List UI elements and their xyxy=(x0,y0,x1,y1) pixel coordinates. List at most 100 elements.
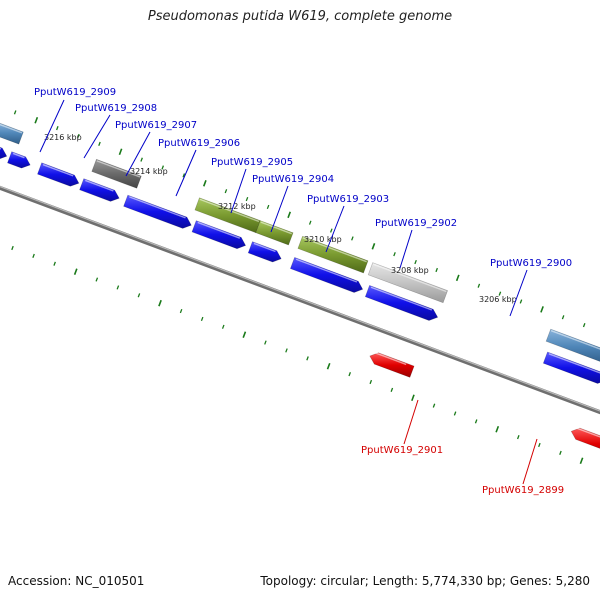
gene-label-leader xyxy=(522,438,538,485)
scale-tick-inner xyxy=(116,285,120,290)
scale-tick-inner xyxy=(411,394,415,402)
reverse-cds-1-shine xyxy=(373,351,407,366)
scale-tick-inner xyxy=(137,293,141,298)
scale-tick-outer xyxy=(266,204,270,210)
scale-tick-outer xyxy=(455,274,460,282)
gene-label-leader xyxy=(399,229,413,269)
scale-tick-inner xyxy=(221,324,225,329)
gene-label-leader xyxy=(230,168,247,214)
scale-tick-outer xyxy=(182,173,186,178)
scale-tick-outer xyxy=(118,148,123,156)
gene-label: PputW619_2909 xyxy=(34,87,116,98)
gene-label-leader xyxy=(83,114,111,159)
scale-tick-inner xyxy=(11,245,14,251)
forward-cds-1 xyxy=(0,146,8,160)
gene-label-leader xyxy=(39,99,65,153)
gene-label: PputW619_2907 xyxy=(115,120,197,131)
scale-tick-outer xyxy=(224,189,228,194)
scale-label: 3206 kbp xyxy=(479,295,517,304)
scale-tick-inner xyxy=(432,403,436,408)
scale-tick-inner xyxy=(53,261,56,266)
forward-cds-2 xyxy=(7,151,31,169)
forward-cds-8 xyxy=(290,257,364,293)
scale-tick-inner xyxy=(538,442,541,448)
scale-tick-inner xyxy=(242,331,247,338)
gene-label: PputW619_2903 xyxy=(307,194,389,205)
scale-tick-outer xyxy=(56,126,59,131)
scale-label: 3214 kbp xyxy=(130,167,168,176)
forward-cds-10-shine xyxy=(548,353,600,374)
scale-tick-inner xyxy=(453,411,457,416)
gene-label: PputW619_2904 xyxy=(252,174,334,185)
gene-label: PputW619_2901 xyxy=(361,445,443,456)
forward-cds-7 xyxy=(247,241,282,263)
genome-backbone-highlight xyxy=(0,185,600,412)
scale-label: 3210 kbp xyxy=(304,235,342,244)
scale-tick-outer xyxy=(308,220,312,225)
scale-tick-inner xyxy=(326,362,331,370)
forward-cds-4-shine xyxy=(85,179,114,192)
scale-tick-outer xyxy=(202,180,207,187)
reverse-cds-2 xyxy=(570,427,600,449)
scale-tick-outer xyxy=(161,165,165,170)
scale-tick-outer xyxy=(34,116,39,124)
gene-label-leader xyxy=(125,131,151,177)
cog-feature-2 xyxy=(0,122,24,145)
cog-feature-5 xyxy=(255,220,294,246)
gene-label: PputW619_2908 xyxy=(75,103,157,114)
genome-backbone xyxy=(0,185,600,415)
scale-tick-outer xyxy=(98,141,101,146)
gene-label: PputW619_2905 xyxy=(211,157,293,168)
cog-feature-7 xyxy=(367,262,448,304)
accession-label: Accession: NC_010501 xyxy=(8,574,145,588)
scale-tick-inner xyxy=(95,277,99,282)
scale-tick-inner xyxy=(32,253,35,259)
forward-cds-10 xyxy=(542,351,600,384)
forward-cds-4 xyxy=(79,178,120,202)
gene-label-leader xyxy=(403,399,419,445)
cog-feature-7-shine xyxy=(372,263,447,293)
scale-tick-inner xyxy=(264,340,267,345)
scale-tick-inner xyxy=(579,457,584,465)
forward-cds-3-shine xyxy=(42,164,74,177)
gene-label-leader xyxy=(270,185,289,233)
cog-feature-3-shine xyxy=(96,160,141,178)
cog-feature-8-shine xyxy=(550,330,600,350)
forward-cds-3 xyxy=(37,162,80,187)
forward-cds-9-shine xyxy=(370,286,433,311)
scale-tick-inner xyxy=(158,299,162,307)
genome-title: Pseudomonas putida W619, complete genome xyxy=(147,9,453,24)
cog-feature-6-shine xyxy=(302,237,367,263)
cog-feature-2-shine xyxy=(0,123,23,134)
forward-cds-6-shine xyxy=(197,221,241,239)
scale-tick-inner xyxy=(516,435,520,440)
scale-tick-outer xyxy=(498,291,502,296)
forward-cds-6 xyxy=(191,220,247,250)
forward-cds-9 xyxy=(364,285,439,321)
gene-label: PputW619_2900 xyxy=(490,258,572,269)
scale-tick-inner xyxy=(559,450,562,455)
cog-feature-8 xyxy=(545,328,600,362)
scale-tick-outer xyxy=(540,306,544,313)
scale-tick-outer xyxy=(351,236,354,241)
gene-label-leader xyxy=(325,205,345,253)
scale-tick-inner xyxy=(474,419,478,424)
scale-tick-outer xyxy=(519,299,523,304)
scale-tick-inner xyxy=(285,348,288,353)
forward-cds-2-shine xyxy=(12,152,25,159)
forward-cds-5-shine xyxy=(129,196,186,219)
scale-tick-outer xyxy=(393,252,396,257)
scale-tick-outer xyxy=(582,323,586,328)
scale-tick-inner xyxy=(348,371,352,377)
forward-cds-7-shine xyxy=(253,242,276,253)
scale-tick-inner xyxy=(306,356,309,361)
forward-cds-8-shine xyxy=(295,258,358,283)
scale-label: 3212 kbp xyxy=(218,202,256,211)
reverse-cds-1 xyxy=(369,352,415,378)
scale-tick-outer xyxy=(371,243,376,250)
scale-tick-outer xyxy=(414,259,417,265)
gene-label: PputW619_2906 xyxy=(158,138,240,149)
scale-tick-inner xyxy=(495,425,500,433)
reverse-cds-2-shine xyxy=(574,426,600,438)
gene-label: PputW619_2902 xyxy=(375,218,457,229)
